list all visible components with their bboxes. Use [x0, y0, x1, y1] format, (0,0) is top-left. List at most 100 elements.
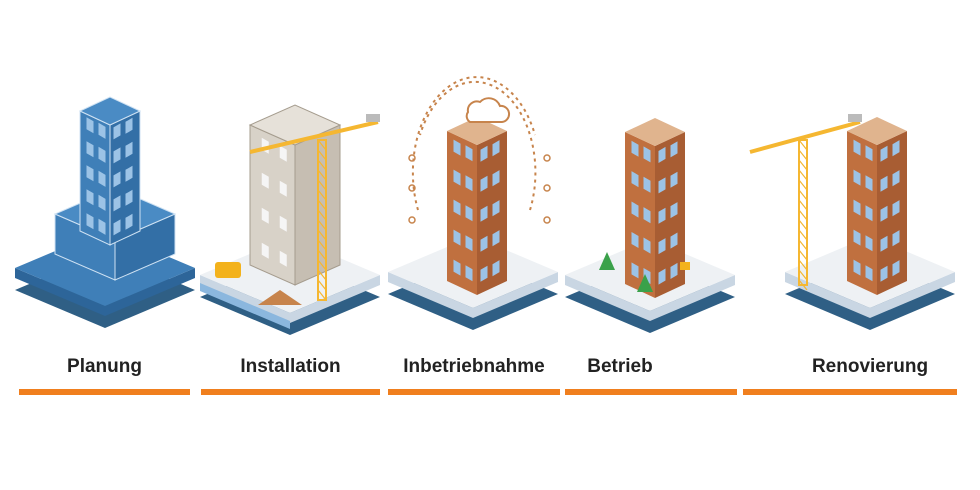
- crane-lattice: [317, 279, 327, 291]
- window: [892, 140, 900, 157]
- window: [86, 213, 94, 230]
- window: [453, 169, 461, 186]
- crane-lattice: [317, 229, 327, 241]
- network-node-icon: [408, 184, 416, 192]
- stage-underline-commissioning: [388, 389, 560, 395]
- window: [865, 145, 873, 162]
- crane-lattice: [798, 179, 808, 191]
- window: [453, 229, 461, 246]
- window: [261, 207, 269, 224]
- window: [853, 139, 861, 156]
- window: [465, 235, 473, 252]
- window: [98, 122, 106, 139]
- stage-label-operation: Betrieb: [587, 356, 653, 377]
- window: [880, 265, 888, 282]
- platform-side-right: [290, 275, 380, 323]
- window: [853, 169, 861, 186]
- window: [480, 205, 488, 222]
- window: [465, 175, 473, 192]
- crane-lattice: [317, 199, 327, 211]
- crane-lattice: [317, 259, 327, 271]
- window: [86, 165, 94, 182]
- window: [670, 171, 678, 188]
- window: [492, 230, 500, 247]
- excavator: [215, 262, 241, 278]
- crane-lattice: [798, 219, 808, 231]
- crane-lattice: [798, 189, 808, 201]
- window: [492, 260, 500, 277]
- crane-lattice: [798, 199, 808, 211]
- window: [631, 171, 639, 188]
- window: [643, 146, 651, 163]
- window: [465, 205, 473, 222]
- window: [880, 145, 888, 162]
- window: [853, 259, 861, 276]
- window: [865, 235, 873, 252]
- window: [98, 194, 106, 211]
- window: [492, 170, 500, 187]
- crane-lattice: [798, 139, 808, 151]
- window: [631, 201, 639, 218]
- building-roof: [847, 117, 907, 145]
- platform-side-left: [565, 275, 650, 321]
- window: [125, 141, 133, 158]
- installation-illustration: [200, 104, 380, 335]
- window: [113, 123, 121, 140]
- crane-counterweight: [848, 114, 862, 122]
- window: [279, 180, 287, 197]
- window: [98, 146, 106, 163]
- network-node-icon: [408, 154, 416, 162]
- window: [892, 170, 900, 187]
- building-roof: [447, 117, 507, 145]
- water-edge: [200, 283, 290, 329]
- window: [480, 265, 488, 282]
- window: [670, 262, 678, 279]
- window: [86, 189, 94, 206]
- stage-label-commissioning: Inbetriebnahme: [403, 356, 545, 377]
- window: [643, 207, 651, 224]
- window: [98, 170, 106, 187]
- renovation-illustration: [749, 114, 955, 330]
- building-roof: [625, 118, 685, 146]
- window: [865, 205, 873, 222]
- window: [125, 165, 133, 182]
- window: [125, 189, 133, 206]
- window: [113, 171, 121, 188]
- window: [643, 237, 651, 254]
- window: [892, 200, 900, 217]
- window: [279, 250, 287, 267]
- crane-lattice: [317, 249, 327, 261]
- cloud-icon: [465, 97, 511, 123]
- crane-jib: [249, 120, 379, 154]
- crane-lattice: [317, 269, 327, 281]
- window: [880, 175, 888, 192]
- window: [453, 199, 461, 216]
- stage-underline-operation: [565, 389, 737, 395]
- platform-side-left: [200, 275, 290, 323]
- window: [453, 139, 461, 156]
- crane-lattice: [317, 169, 327, 181]
- stage-underline-renovation: [743, 389, 957, 395]
- crane-lattice: [317, 219, 327, 231]
- platform-side-right: [105, 268, 195, 316]
- network-arc: [411, 76, 536, 211]
- stage-underline-planning: [19, 389, 190, 395]
- stage-underline-installation: [201, 389, 380, 395]
- window: [113, 147, 121, 164]
- crane-lattice: [798, 159, 808, 171]
- crane-lattice: [798, 229, 808, 241]
- platform-side-right: [473, 272, 558, 318]
- window: [86, 141, 94, 158]
- window: [631, 262, 639, 279]
- crane-lattice: [317, 149, 327, 161]
- platform-side-left: [15, 268, 105, 316]
- window: [113, 195, 121, 212]
- crane-lattice: [798, 279, 808, 291]
- crane-lattice: [798, 269, 808, 281]
- crane-lattice: [798, 209, 808, 221]
- crane-lattice: [317, 159, 327, 171]
- window: [631, 231, 639, 248]
- stage-label-planning: Planung: [67, 356, 142, 377]
- window: [631, 140, 639, 157]
